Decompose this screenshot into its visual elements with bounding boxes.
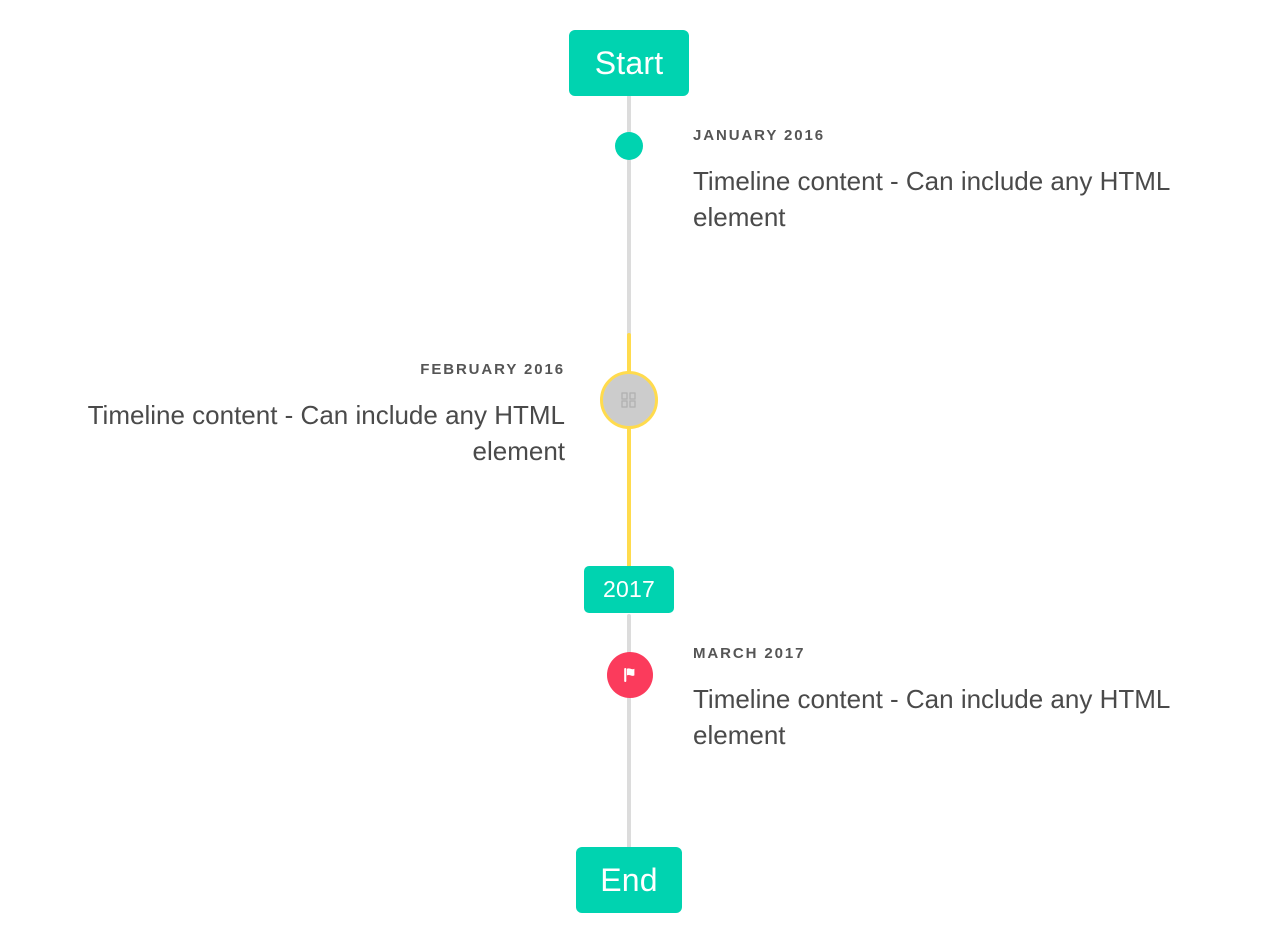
timeline-rail-grey-top xyxy=(627,95,631,337)
timeline-event-body: JANUARY 2016 Timeline content - Can incl… xyxy=(693,127,1233,236)
timeline-event-body: FEBRUARY 2016 Timeline content - Can inc… xyxy=(25,361,565,470)
timeline-event-date: JANUARY 2016 xyxy=(693,127,826,144)
placeholder-glyph-icon[interactable] xyxy=(600,371,658,429)
timeline-event-text: Timeline content - Can include any HTML … xyxy=(693,683,1170,751)
dot-icon[interactable] xyxy=(615,132,643,160)
timeline-rail-yellow xyxy=(627,333,631,568)
timeline-event-date: MARCH 2017 xyxy=(693,645,806,662)
timeline-start-badge[interactable]: Start xyxy=(569,30,689,96)
timeline-event-date: FEBRUARY 2016 xyxy=(420,361,565,378)
timeline-year-badge[interactable]: 2017 xyxy=(584,566,674,613)
flag-icon[interactable] xyxy=(607,652,653,698)
timeline-end-badge[interactable]: End xyxy=(576,847,682,913)
timeline-event-text: Timeline content - Can include any HTML … xyxy=(693,165,1170,233)
timeline-event-body: MARCH 2017 Timeline content - Can includ… xyxy=(693,645,1233,754)
timeline-rail-grey-bottom xyxy=(627,614,631,854)
timeline-event-text: Timeline content - Can include any HTML … xyxy=(87,399,565,467)
